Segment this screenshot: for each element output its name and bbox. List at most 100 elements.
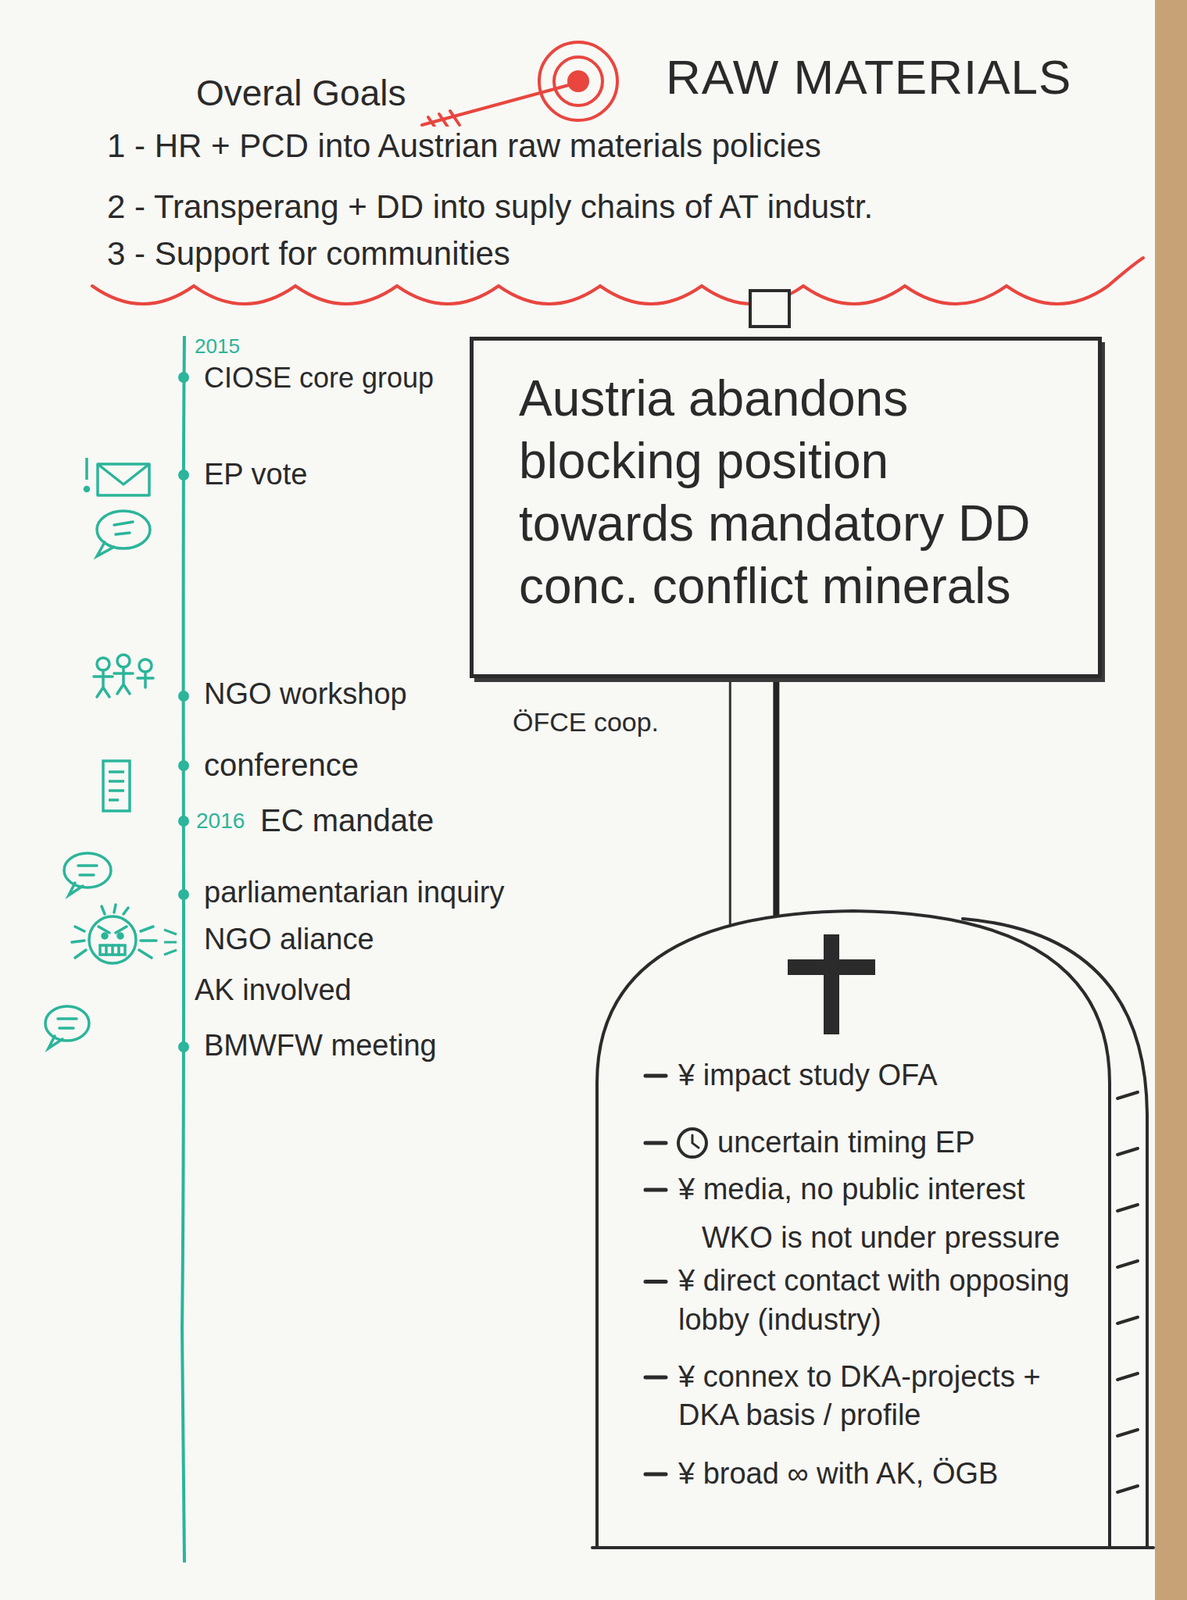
document-icon (103, 761, 130, 812)
timeline-event: parliamentarian inquiry (201, 875, 507, 912)
tombstone: ¥ impact study OFA uncertain timing EP ¥ m… (592, 903, 1154, 1552)
obstacle-item: ¥ connex to DKA-projects + DKA basis / p… (678, 1358, 1093, 1436)
angry-face-icon (102, 933, 108, 939)
speech-bubble-icon (45, 1006, 90, 1041)
goals-heading: Overal Goals (193, 71, 408, 115)
document-icon (108, 772, 125, 801)
clock-icon (692, 1135, 699, 1148)
document-icon (103, 761, 130, 812)
speech-bubble-icon (96, 511, 151, 557)
tombstone-base (592, 1546, 1154, 1550)
timeline-event: EP vote (201, 457, 310, 494)
bullet-dash (645, 1376, 666, 1381)
speech-bubble-icon (78, 865, 97, 876)
timeline-dot (178, 371, 190, 1053)
goal-item: 3 - Support for communities (104, 234, 513, 274)
angry-face-icon (106, 945, 119, 955)
post-side (729, 678, 732, 926)
tombstone-hatch (1117, 1317, 1138, 1324)
people-icon (93, 654, 154, 698)
tombstone-hatch (1117, 1148, 1138, 1155)
sign-top-block (750, 290, 790, 327)
target-arrow (421, 83, 575, 126)
bullet-dash (645, 1074, 666, 1079)
timeline-event: BMWFW meeting (201, 1028, 440, 1065)
goal-item: 2 - Transperang + DD into suply chains o… (104, 187, 876, 227)
angry-face-icon (71, 904, 157, 964)
obstacle-item: ¥ impact study OFA (678, 1056, 1093, 1095)
bullet-dash (645, 1473, 666, 1477)
envelope-icon (85, 487, 90, 492)
timeline-dot (178, 371, 190, 383)
tombstone-hatch (1117, 1092, 1138, 1099)
title: RAW MATERIALS (665, 48, 1072, 107)
timeline-dot (178, 469, 190, 481)
envelope-icon (85, 457, 89, 480)
bullet-dash (645, 1188, 666, 1193)
people-icon (96, 657, 110, 671)
timeline-event: EC mandate (257, 801, 437, 840)
timeline-dot (178, 760, 190, 772)
envelope-icon (97, 464, 150, 496)
target-icon (539, 42, 618, 121)
people-icon (137, 672, 154, 688)
timeline-event: NGO aliance (201, 922, 377, 959)
ngo-alliance-ticks (164, 929, 177, 955)
timeline-line (182, 336, 185, 1563)
speech-bubble-icon (57, 1018, 77, 1029)
timeline-dot (178, 889, 190, 901)
speech-bubble-icon (48, 1036, 63, 1049)
tombstone-hatch (1117, 1486, 1138, 1493)
timeline-event: AK involved (192, 972, 354, 1009)
sign-board: Austria abandons blocking position towar… (469, 336, 1102, 679)
sign-post (772, 678, 780, 916)
tombstone-front (597, 911, 1110, 1549)
tombstone-hatch (1117, 1430, 1138, 1437)
clock-icon (678, 1129, 707, 1158)
timeline-dot (178, 1041, 190, 1053)
angry-face-icon (89, 916, 136, 964)
tombstone-hatch (1117, 1373, 1138, 1381)
angry-face-icon (100, 945, 126, 955)
people-icon (117, 654, 130, 668)
target-arrow (421, 83, 575, 132)
ngo-alliance-ticks (164, 929, 177, 955)
people-icon (114, 667, 133, 694)
target-icon (568, 71, 588, 91)
angry-face-icon (98, 926, 127, 934)
obstacle-item: ¥ broad ∞ with AK, ÖGB (678, 1455, 1093, 1494)
obstacle-item: uncertain timing EP (717, 1123, 1093, 1162)
target-icon (539, 42, 618, 121)
angry-face-icon (117, 933, 123, 939)
year-marker: 2016 (193, 808, 247, 835)
bullet-dash (645, 1279, 666, 1284)
speech-bubble-icon (45, 1006, 90, 1049)
speech-bubble-icon (96, 542, 115, 557)
speech-bubble-icon (68, 883, 83, 896)
tombstone-outline (592, 911, 1154, 1549)
sign-top-block (750, 290, 790, 327)
cross-symbol (787, 934, 876, 1035)
tombstone-hatch (1117, 1261, 1138, 1268)
sign-text: Austria abandons blocking position towar… (518, 367, 1055, 618)
angry-face-icon (71, 904, 157, 959)
timeline-event: CIOSE core group (201, 361, 437, 395)
timeline-note: ÖFCE coop. (510, 706, 662, 739)
speech-bubble-icon (64, 853, 111, 896)
obstacle-item: ¥ direct contact with opposing lobby (in… (678, 1262, 1093, 1340)
envelope-icon (97, 464, 150, 485)
obstacle-item: ¥ media, no public interest (678, 1170, 1093, 1209)
envelope-icon (85, 457, 151, 496)
timeline-dot (178, 815, 190, 827)
people-icon (139, 659, 152, 673)
tombstone-hatch (1117, 1204, 1138, 1212)
speech-bubble-icon (114, 521, 133, 535)
speech-bubble-icon (64, 853, 111, 888)
goal-item: 1 - HR + PCD into Austrian raw materials… (104, 126, 824, 166)
timeline-event: NGO workshop (201, 676, 410, 713)
timeline-dot (178, 690, 190, 702)
target-icon (554, 57, 603, 106)
bullet-dash (645, 1141, 666, 1146)
timeline-event: conference (201, 746, 362, 784)
